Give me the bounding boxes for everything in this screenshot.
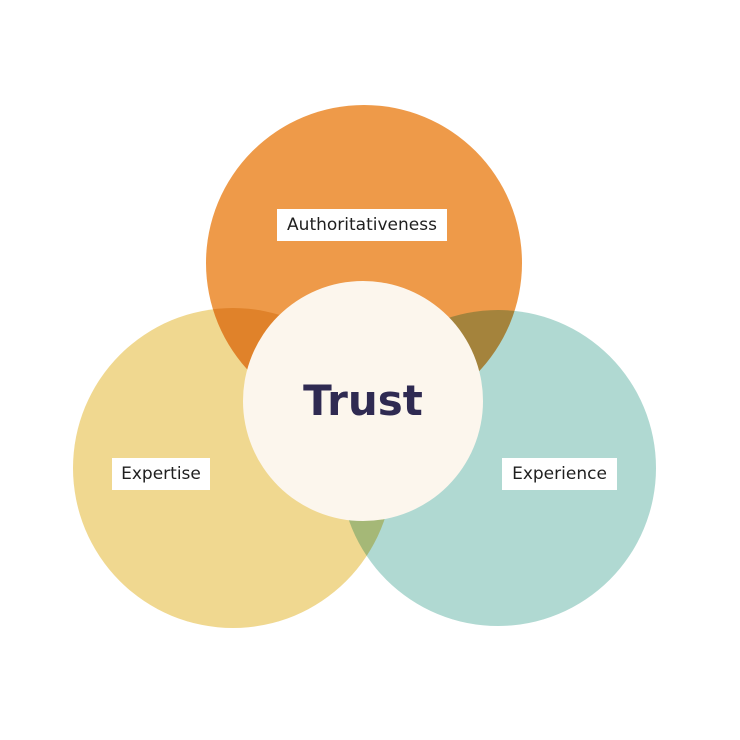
trust-label: Trust bbox=[303, 376, 423, 425]
authoritativeness-label: Authoritativeness bbox=[277, 209, 447, 241]
experience-label: Experience bbox=[502, 458, 617, 490]
expertise-label: Expertise bbox=[112, 458, 210, 490]
trust-center-circle bbox=[243, 281, 483, 521]
